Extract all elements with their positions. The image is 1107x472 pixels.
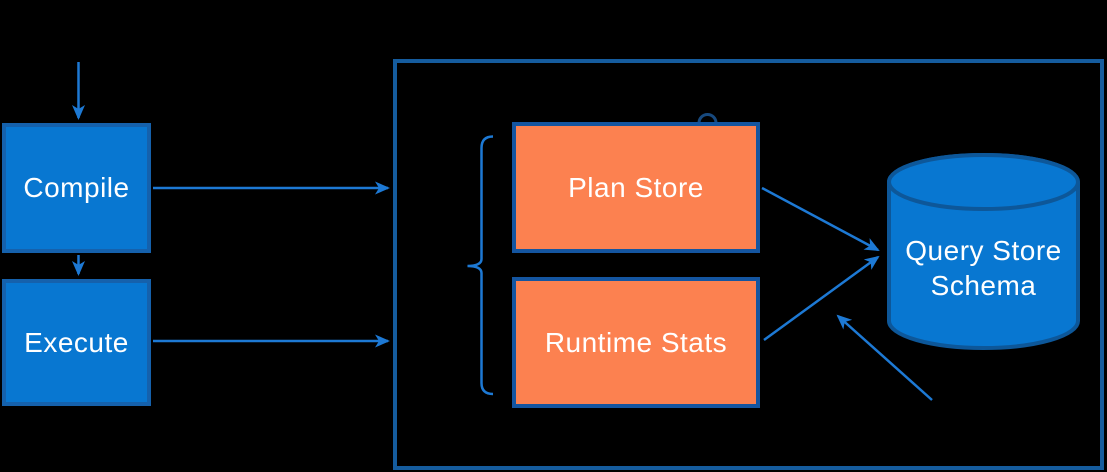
plan-store-node: Plan Store: [512, 122, 760, 253]
arrow-plan-store-to-schema: [761, 186, 880, 252]
plan-store-label: Plan Store: [568, 171, 704, 203]
arrow-runtime-stats-to-schema: [763, 255, 880, 342]
query-store-container-box: [393, 59, 1104, 470]
annotation-arrow: [836, 314, 933, 401]
runtime-stats-label: Runtime Stats: [544, 326, 728, 358]
query-store-schema-label: Query Store Schema: [889, 233, 1078, 303]
schema-label-line2: Schema: [930, 270, 1037, 301]
cylinder-top-rim: [887, 153, 1080, 211]
schema-label-line1: Query Store: [905, 235, 1062, 266]
line-jump-arc: [697, 113, 718, 124]
runtime-stats-node: Runtime Stats: [512, 277, 760, 408]
compile-label: Compile: [23, 172, 130, 203]
execute-node: Execute: [2, 279, 151, 406]
execute-label: Execute: [24, 326, 129, 358]
compile-node: Compile: [2, 123, 151, 253]
grouping-bracket: [467, 135, 494, 396]
